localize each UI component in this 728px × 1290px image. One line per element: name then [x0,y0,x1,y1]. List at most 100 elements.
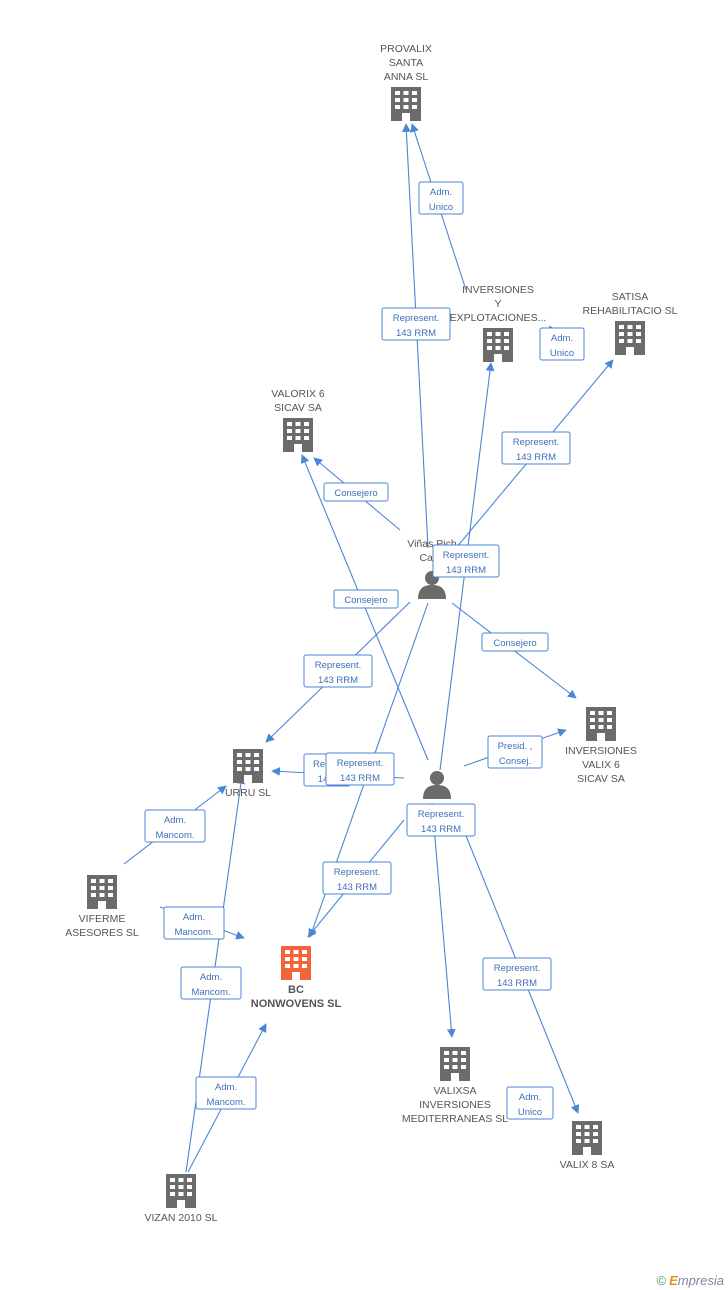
edge-label-text: Represent. [418,809,464,820]
edge-label-inversiones_y-provalix[interactable]: Adm. Unico [418,181,464,215]
node-label: REHABILITACIO SL [583,305,678,317]
edge-label-text: Unico [429,202,453,213]
edge-label-text: Represent. [393,313,439,324]
edge-label-person2-valorix[interactable]: Consejero [333,589,399,609]
node-label: ANNA SL [384,71,429,83]
edge-label-vinas-inversiones_valix[interactable]: Consejero [481,632,549,652]
edge-label-vizan-bc[interactable]: Adm. Mancom. [195,1076,257,1110]
edge-line-person2-valixsa [431,802,456,1038]
edge-label-vizan-urru[interactable]: Adm.Mancom. [180,966,242,1000]
node-vizan[interactable]: VIZAN 2010 SL [145,1174,218,1224]
node-label: SICAV SA [274,402,322,414]
node-label: VALIX 8 SA [560,1159,615,1171]
node-label: MEDITERRANEAS SL [402,1113,508,1125]
edge-label-box [325,752,395,786]
edge-label-box [323,482,389,502]
edge-label-text: Adm. [519,1092,541,1103]
node-valix8[interactable]: VALIX 8 SA [560,1121,615,1171]
node-label: VALIXSA [434,1085,477,1097]
node-label: VALORIX 6 [271,388,325,400]
edge-label-vinas-valorix[interactable]: Consejero [323,482,389,502]
company-building-icon [586,707,616,741]
edge-label-box [482,957,552,991]
edge-label-text: Adm. [164,815,186,826]
edge-label-box [144,809,206,843]
edge-label-text: Consejero [493,638,536,649]
edge-label-box [333,589,399,609]
edge-label-person2-valix8[interactable]: Represent.143 RRM [482,957,552,991]
node-label: EXPLOTACIONES... [450,312,547,324]
edge-label-text: Mancom. [174,927,213,938]
node-label: URRU SL [225,787,271,799]
company-building-icon [572,1121,602,1155]
edge-label-text: Represent. [494,963,540,974]
edge-label-box [303,654,373,688]
edge-label-box [418,181,464,215]
node-label: VIFERME [79,913,126,925]
company-building-icon [440,1047,470,1081]
edge-label-text: Consejero [334,488,377,499]
edge-label-text: Mancom. [155,830,194,841]
company-building-icon [87,875,117,909]
edge-label-person2-valixsa[interactable]: Represent. 143 RRM [406,803,476,837]
edge-label-text: Mancom. [206,1097,245,1108]
edge-label-text: Adm. [551,333,573,344]
edge-label-box [539,327,585,361]
company-building-icon [615,321,645,355]
edge-label-box [506,1086,554,1120]
edge-label-text: Represent. [443,550,489,561]
node-valorix[interactable]: VALORIX 6 SICAV SA [271,388,325,452]
edge-label-text: Presid. , [498,741,533,752]
node-label: VIZAN 2010 SL [145,1212,218,1224]
edge-label-vinas-satisa[interactable]: Represent.143 RRM [501,431,571,465]
edge-label-vinas-bc[interactable]: Represent. 143 RRM [325,752,395,786]
edge-label-inversiones_y-satisa[interactable]: Adm. Unico [539,327,585,361]
edge-label-text: Adm. [200,972,222,983]
edge-label-viferme-bc[interactable]: Adm.Mancom. [163,906,225,940]
edge-label-valixsa-valix8[interactable]: Adm. Unico [506,1086,554,1120]
node-urru[interactable]: URRU SL [225,749,271,799]
node-inversiones_y[interactable]: INVERSIONESYEXPLOTACIONES... [450,284,547,362]
person-icon [423,771,451,799]
edge-label-person2-bc[interactable]: Represent.143 RRM [322,861,392,895]
node-label: Y [494,298,501,310]
edge-label-vinas-urru[interactable]: Represent.143 RRM [303,654,373,688]
edge-label-box [195,1076,257,1110]
edge-label-box [501,431,571,465]
edge-label-box [322,861,392,895]
copyright-symbol: © [656,1273,667,1288]
edge-label-viferme-urru[interactable]: Adm. Mancom. [144,809,206,843]
edge-label-text: Adm. [215,1082,237,1093]
edge-label-text: 143 RRM [516,452,556,463]
edge-label-text: Consejero [344,595,387,606]
edge-label-text: 143 RRM [446,565,486,576]
brand-initial: E [669,1273,678,1288]
edge-label-text: Consej. [499,756,531,767]
company-building-icon [166,1174,196,1208]
edge-label-text: Adm. [430,187,452,198]
edge-label-text: 143 RRM [421,824,461,835]
edge-label-box [481,632,549,652]
edge-label-text: Unico [550,348,574,359]
company-building-icon [233,749,263,783]
edge-label-text: 143 RRM [396,328,436,339]
edge-label-box [487,735,543,769]
edge-label-vinas-provalix[interactable]: Represent. 143 RRM [381,307,451,341]
edge-label-box [163,906,225,940]
edge-label-text: 143 RRM [318,675,358,686]
edge-label-text: Represent. [337,758,383,769]
brand-name: mpresia [677,1273,724,1288]
edge-label-person2-inversiones_valix[interactable]: Presid. , Consej. [487,735,543,769]
edge-label-person2-inversiones_y[interactable]: Represent. 143 RRM [432,544,500,578]
edge-label-text: Unico [518,1107,542,1118]
edge-label-text: 143 RRM [340,773,380,784]
